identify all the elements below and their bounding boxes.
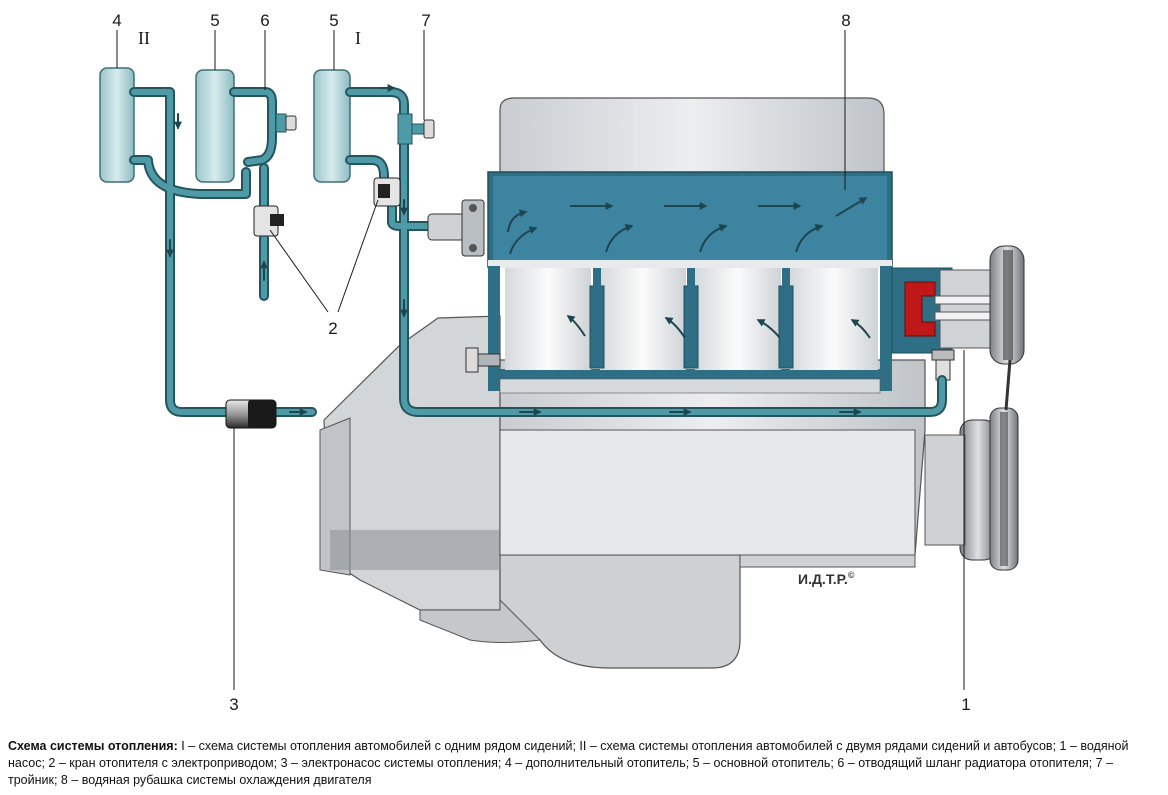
label-2: 2 (328, 319, 337, 338)
water-pump (891, 245, 1025, 571)
figure-caption: Схема системы отопления: I – схема систе… (8, 738, 1160, 789)
label-5-ii: 5 (210, 11, 219, 30)
heater-valve-2b (373, 177, 401, 207)
jacket-flow-arrows (507, 197, 871, 339)
heater-5-main-ii (195, 69, 235, 183)
label-roman-i: I (355, 28, 361, 48)
caption-text: I – схема системы отопления автомобилей … (8, 739, 1129, 787)
electric-pump-3 (225, 399, 277, 429)
label-5-i: 5 (329, 11, 338, 30)
cylinders (505, 268, 878, 370)
label-roman-ii: II (138, 28, 150, 48)
watermark: И.Д.Т.Р.© (798, 570, 855, 587)
tee-7 (397, 113, 435, 145)
label-3: 3 (229, 695, 238, 714)
caption-title: Схема системы отопления: (8, 739, 178, 753)
hose-6-connector (275, 113, 297, 133)
label-6: 6 (260, 11, 269, 30)
label-8: 8 (841, 11, 850, 30)
label-4: 4 (112, 11, 121, 30)
heating-system-diagram: 4 II 5 6 5 I 7 8 2 3 1 И.Д.Т.Р.© (99, 11, 1025, 714)
water-jacket (487, 171, 893, 394)
inlet-fitting (427, 199, 485, 257)
label-7: 7 (421, 11, 430, 30)
drain-plug (465, 347, 501, 373)
coolant-hoses (129, 84, 947, 417)
heater-4-additional (99, 67, 135, 183)
leader-lines (116, 30, 965, 690)
label-1: 1 (961, 695, 970, 714)
heater-5-main-i (313, 69, 351, 183)
heater-valve-2a (253, 205, 284, 237)
